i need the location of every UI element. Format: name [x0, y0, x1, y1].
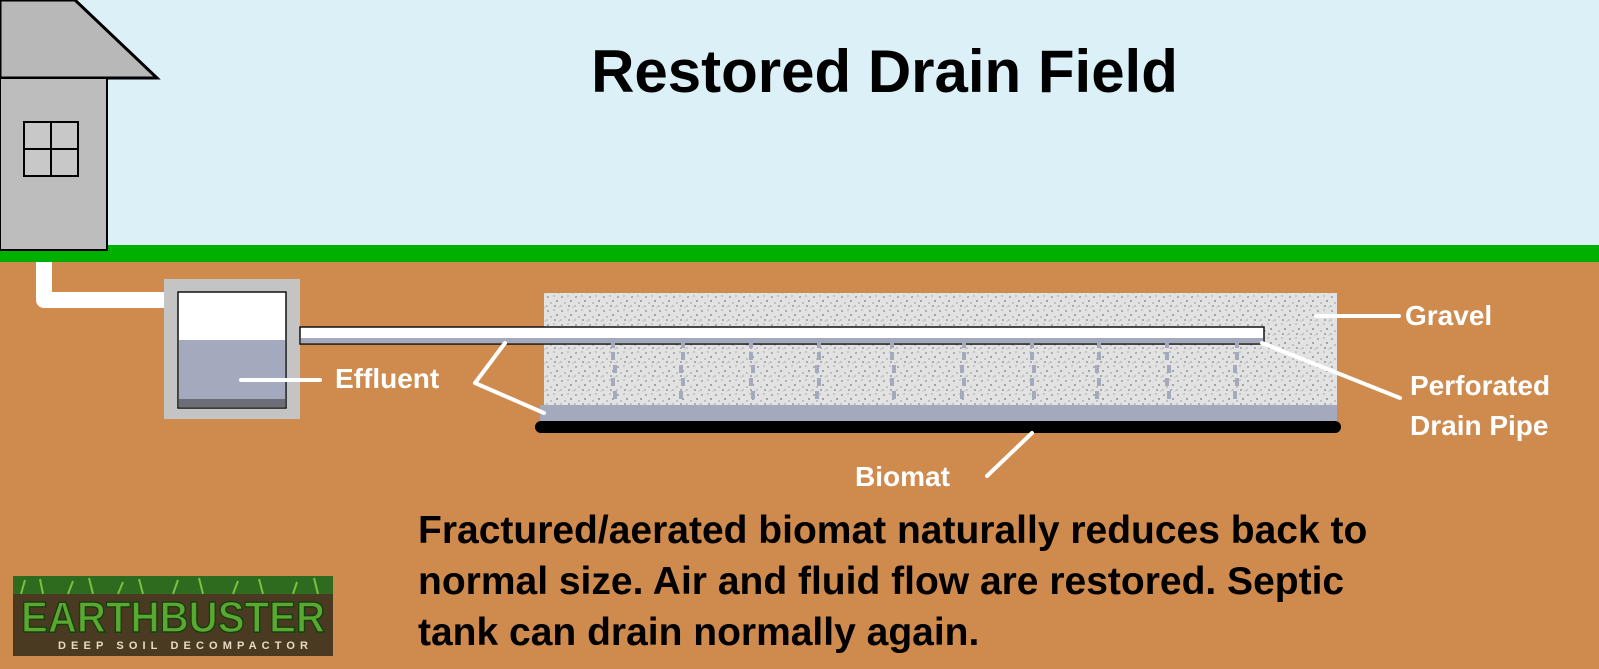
effluent-drip — [613, 391, 617, 399]
perforated-drain-pipe — [299, 326, 1265, 345]
pipe-perforation — [1097, 342, 1101, 348]
house-outlet-pipe — [36, 262, 170, 308]
effluent-layer-pointer — [473, 381, 546, 415]
house-window — [23, 121, 79, 177]
effluent-drip — [1167, 391, 1171, 399]
effluent-drip — [1167, 365, 1171, 373]
drain-pipe-pointer — [1260, 341, 1402, 400]
effluent-drip — [815, 365, 819, 373]
biomat-label: Biomat — [855, 461, 950, 492]
effluent-drip — [1235, 352, 1239, 360]
logo-brand: EARTHBUSTER — [21, 593, 325, 642]
effluent-label: Effluent — [335, 363, 440, 394]
house-roof — [0, 0, 161, 80]
effluent-drip — [960, 391, 964, 399]
effluent-drip — [892, 365, 896, 373]
effluent-drip — [962, 352, 966, 360]
pipe-perforation — [611, 342, 615, 348]
effluent-drip — [815, 391, 819, 399]
effluent-drip — [1095, 391, 1099, 399]
effluent-pipe-pointer — [473, 341, 507, 385]
pipe-perforation — [749, 342, 753, 348]
effluent-drip — [1165, 352, 1169, 360]
effluent-drip — [679, 391, 683, 399]
effluent-drip — [611, 378, 615, 386]
effluent-drip — [751, 391, 755, 399]
effluent-drip — [892, 391, 896, 399]
caption-line-1: Fractured/aerated biomat naturally reduc… — [418, 509, 1368, 552]
effluent-drip — [890, 378, 894, 386]
effluent-drip — [613, 365, 617, 373]
pipe-perforation — [1235, 342, 1239, 348]
effluent-drip — [611, 352, 615, 360]
effluent-drip — [1032, 391, 1036, 399]
effluent-drip — [817, 352, 821, 360]
pipe-perforation — [1030, 342, 1034, 348]
pipe-perforation — [890, 342, 894, 348]
effluent-drip — [749, 378, 753, 386]
effluent-drip — [1095, 365, 1099, 373]
pipe-perforation — [681, 342, 685, 348]
perforated-label-line2: Drain Pipe — [1410, 410, 1549, 441]
earthbuster-logo: EARTHBUSTER DEEP SOIL DECOMPACTOR — [13, 576, 333, 656]
pointer-lines — [239, 314, 1402, 478]
biomat-pointer — [985, 431, 1034, 478]
tank-effluent-fill — [179, 340, 285, 399]
pipe-perforation — [817, 342, 821, 348]
effluent-drip — [1165, 378, 1169, 386]
effluent-drip — [751, 365, 755, 373]
effluent-drip — [681, 352, 685, 360]
biomat-layer — [535, 421, 1341, 433]
pipe-perforation — [1165, 342, 1169, 348]
effluent-drip — [890, 352, 894, 360]
effluent-drip — [679, 365, 683, 373]
gravel-label: Gravel — [1405, 300, 1493, 331]
effluent-drip — [1030, 378, 1034, 386]
effluent-drip — [1235, 378, 1239, 386]
effluent-drip — [817, 378, 821, 386]
effluent-drip — [1097, 378, 1101, 386]
effluent-drip — [1030, 352, 1034, 360]
effluent-drip — [1097, 352, 1101, 360]
house — [0, 0, 161, 251]
grass-line — [0, 245, 1599, 262]
caption-line-2: normal size. Air and fluid flow are rest… — [418, 560, 1345, 603]
diagram-caption: Fractured/aerated biomat naturally reduc… — [418, 505, 1548, 658]
effluent-drip — [962, 378, 966, 386]
effluent-drip — [1233, 365, 1237, 373]
effluent-layer — [540, 405, 1337, 423]
effluent-drip — [960, 365, 964, 373]
caption-line-3: tank can drain normally again. — [418, 611, 980, 654]
perforated-label-line1: Perforated — [1410, 370, 1551, 401]
effluent-drip — [1233, 391, 1237, 399]
diagram-title: Restored Drain Field — [591, 38, 1178, 105]
effluent-drips — [611, 342, 1239, 399]
gravel-bed — [544, 293, 1337, 405]
sky — [0, 0, 1599, 248]
effluent-drip — [681, 378, 685, 386]
effluent-drip — [749, 352, 753, 360]
pipe-perforation — [962, 342, 966, 348]
effluent-drip — [1032, 365, 1036, 373]
septic-tank — [164, 279, 300, 419]
